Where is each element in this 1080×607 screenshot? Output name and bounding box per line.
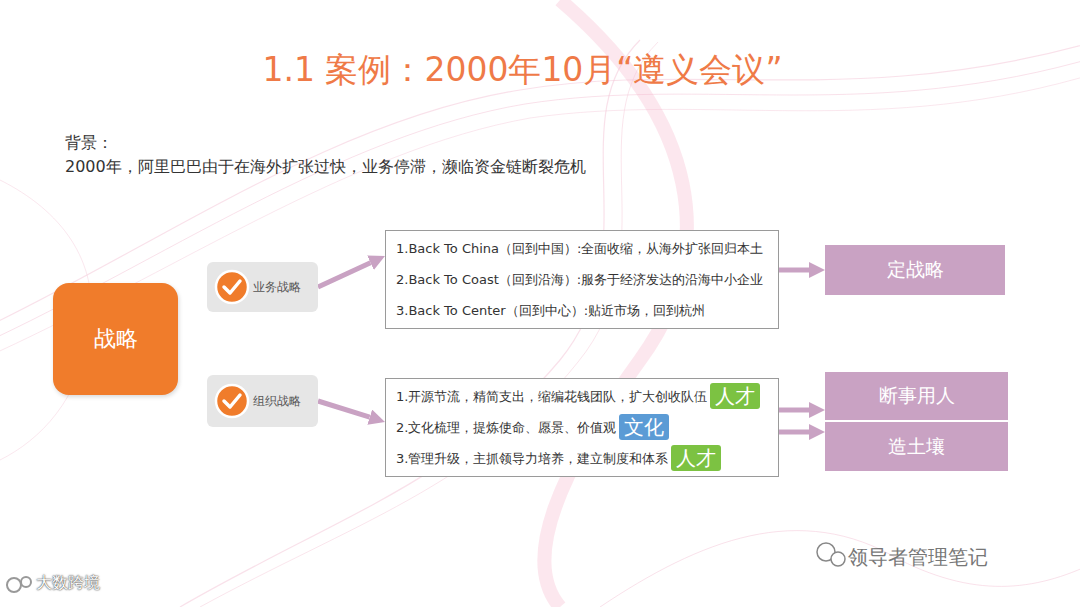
node-text: 造土壤 [888, 434, 945, 460]
core-box: 战略 [53, 283, 178, 395]
tag-badge: 人才 [671, 445, 721, 471]
watermark: 大数跨境 [36, 573, 100, 594]
tag-badge: 文化 [619, 414, 669, 440]
background-heading: 背景： [65, 133, 113, 154]
node-text: 1.开源节流，精简支出，缩编花钱团队，扩大创收队伍 [396, 381, 707, 412]
node-text: 3.管理升级，主抓领导力培养，建立制度和体系 [396, 443, 668, 474]
watermark: 领导者管理笔记 [848, 544, 988, 571]
result-box: 断事用人 [825, 372, 1008, 420]
check-mark [224, 281, 240, 293]
node-text: 文化 [624, 414, 664, 440]
swoosh-lines [0, 40, 1080, 607]
check-icon [213, 382, 251, 420]
list-box: 1.Back To China（回到中国）:全面收缩，从海外扩张回归本土2.Ba… [385, 230, 779, 329]
check-mark [224, 395, 240, 407]
list-box: 人才文化人才1.开源节流，精简支出，缩编花钱团队，扩大创收队伍2.文化梳理，提炼… [385, 378, 779, 477]
flow-arrow [779, 268, 809, 273]
node-text: 2.Back To Coast（回到沿海）:服务于经济发达的沿海中小企业 [396, 264, 763, 295]
node-text: 1.Back To China（回到中国）:全面收缩，从海外扩张回归本土 [396, 233, 763, 264]
wechat-icon [817, 543, 845, 566]
background-text: 2000年，阿里巴巴由于在海外扩张过快，业务停滞，濒临资金链断裂危机 [65, 157, 586, 178]
flow-arrow [318, 263, 370, 287]
node-text: 业务战略 [253, 279, 301, 296]
node-text: 战略 [94, 324, 138, 354]
slide-title: 1.1 案例：2000年10月“遵义会议” [0, 48, 1045, 93]
result-box: 造土壤 [825, 422, 1008, 471]
watermark-logo [7, 577, 31, 592]
node-text: 人才 [715, 383, 755, 409]
node-text: 组织战略 [253, 393, 301, 410]
node-text: 人才 [676, 445, 716, 471]
flow-arrow [318, 401, 370, 417]
node-text: 定战略 [887, 257, 944, 283]
strategy-pill: 业务战略 [207, 262, 318, 312]
strategy-pill: 组织战略 [207, 375, 318, 427]
result-box: 定战略 [825, 245, 1005, 295]
node-text: 2.文化梳理，提炼使命、愿景、价值观 [396, 412, 616, 443]
node-text: 3.Back To Center（回到中心）:贴近市场，回到杭州 [396, 295, 705, 326]
check-icon [213, 268, 251, 306]
node-text: 断事用人 [879, 383, 955, 409]
flow-arrow [779, 430, 809, 435]
check-circle [216, 271, 248, 303]
check-circle [216, 385, 248, 417]
tag-badge: 人才 [710, 383, 760, 409]
flow-arrow [779, 408, 809, 413]
